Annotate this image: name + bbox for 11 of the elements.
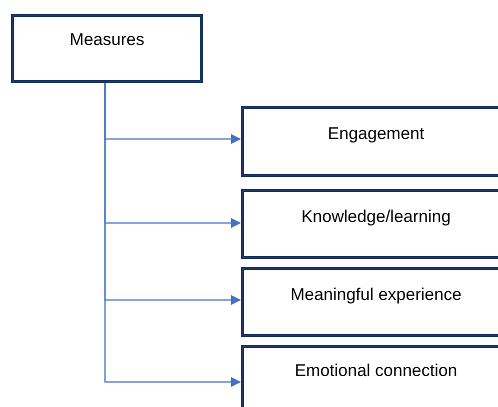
box-label: Measures [70,30,144,50]
box-label: Meaningful experience [290,285,462,305]
measure-box [241,267,498,337]
box-label: Knowledge/learning [301,207,451,227]
root-box [11,14,203,83]
measure-box [241,345,498,407]
measure-box [241,189,498,259]
box-label: Engagement [328,124,424,144]
arrow [104,83,241,387]
box-label: Emotional connection [294,361,458,381]
measure-box [241,106,498,177]
